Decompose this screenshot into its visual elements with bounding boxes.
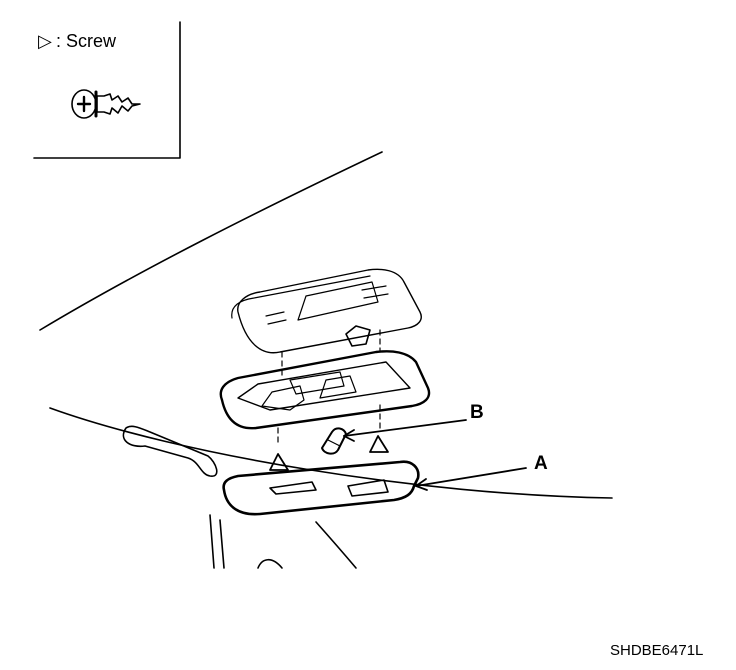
legend-box: ▷ : Screw bbox=[33, 21, 181, 159]
alignment-lines bbox=[277, 329, 381, 447]
callout-b-label: B bbox=[470, 402, 484, 423]
pillar-lines bbox=[209, 514, 357, 569]
screw-icon bbox=[71, 89, 141, 119]
legend-label: : Screw bbox=[56, 31, 117, 51]
screw-markers bbox=[269, 435, 389, 471]
screw-marker-left bbox=[269, 453, 289, 471]
headliner-outline bbox=[39, 151, 613, 499]
assist-grip bbox=[122, 425, 218, 477]
callout-a-label: A bbox=[534, 453, 548, 474]
figure-code: SHDBE6471L bbox=[610, 642, 703, 659]
light-housing-upper bbox=[231, 268, 422, 354]
bulb-icon bbox=[321, 427, 347, 455]
light-frame-middle bbox=[219, 350, 431, 430]
screw-marker-right bbox=[369, 435, 389, 453]
callout-leaders bbox=[343, 419, 527, 491]
lens-cover bbox=[222, 460, 420, 516]
legend-symbol: ▷ bbox=[38, 31, 52, 51]
